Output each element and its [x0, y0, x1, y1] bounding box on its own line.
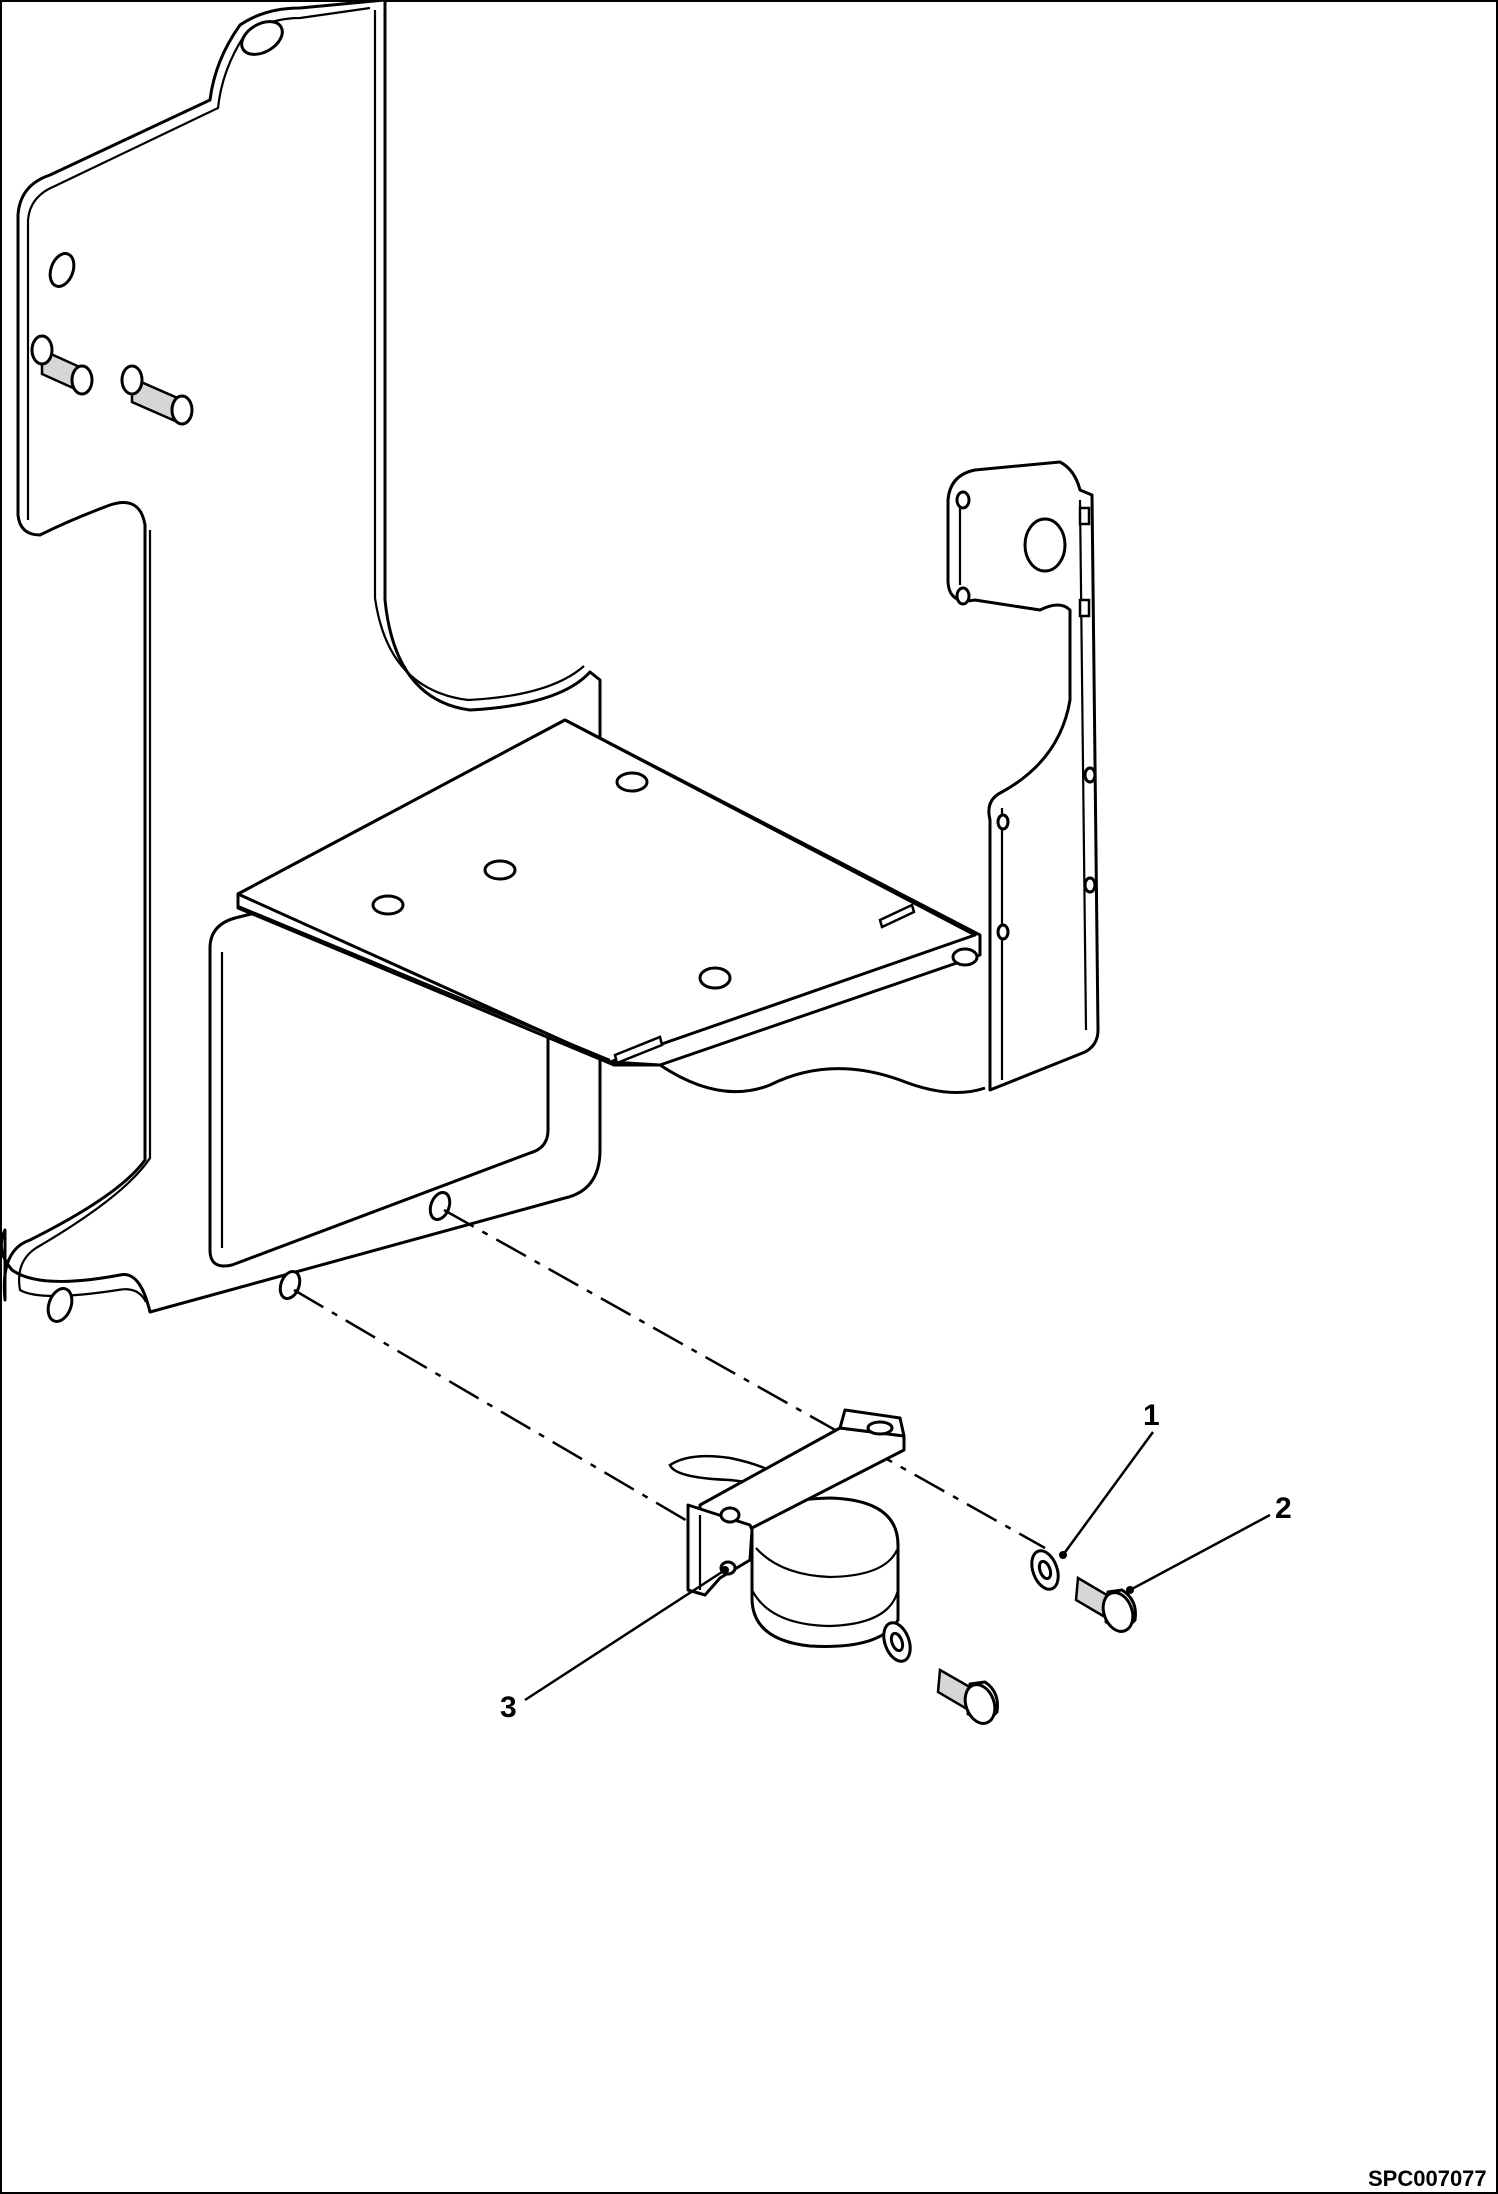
shelf-hole-4 [698, 966, 732, 990]
washer-lower [882, 1621, 912, 1663]
side-bracket-hole-4 [1083, 876, 1097, 894]
plate-upper-hole [48, 252, 76, 288]
shelf-hole-5 [951, 947, 979, 967]
plate-top-hole [240, 20, 284, 56]
leader-1 [1061, 1431, 1155, 1556]
callout-3: 3 [500, 1691, 517, 1724]
shelf-hole-1 [615, 771, 649, 793]
side-bracket [946, 460, 1100, 1092]
standoff-left [30, 334, 94, 396]
document-number: SPC007077 [1368, 2166, 1487, 2191]
plate-lower-hole [46, 1287, 74, 1323]
side-bracket-hole-3 [1083, 766, 1097, 784]
bolt-lower [936, 1667, 999, 1725]
assembly-line-upper [443, 1208, 1046, 1550]
side-bracket-round-hole [1023, 517, 1067, 573]
leader-2-dot [1126, 1586, 1134, 1594]
shelf-hole-2 [483, 859, 517, 881]
shelf-slot-1 [878, 903, 916, 929]
leader-3 [524, 1568, 726, 1702]
leader-1-dot [1059, 1551, 1067, 1559]
leader-3-dot [721, 1566, 729, 1574]
side-bracket-small-hole-1 [955, 490, 971, 510]
washer-upper [1030, 1549, 1060, 1591]
plate-mount-hole-upper [428, 1190, 452, 1222]
alarm-assembly [668, 1408, 906, 1648]
shelf-hole-3 [371, 894, 405, 916]
side-bracket-slot-2 [1078, 598, 1091, 618]
side-bracket-hole-5 [996, 813, 1010, 831]
callout-1: 1 [1143, 1399, 1160, 1432]
mounting-plate [0, 0, 602, 1323]
leader-2 [1129, 1513, 1271, 1592]
alarm-body [750, 1496, 900, 1648]
side-bracket-small-hole-2 [955, 586, 971, 606]
callout-2: 2 [1275, 1492, 1292, 1525]
shelf-bracket [236, 718, 986, 1094]
side-bracket-slot-1 [1078, 506, 1091, 526]
bolt-upper [1074, 1575, 1137, 1633]
assembly-line-lower [293, 1288, 891, 1642]
side-bracket-hole-6 [996, 923, 1010, 941]
shelf-slot-2 [613, 1035, 664, 1065]
standoff-right [120, 364, 194, 426]
